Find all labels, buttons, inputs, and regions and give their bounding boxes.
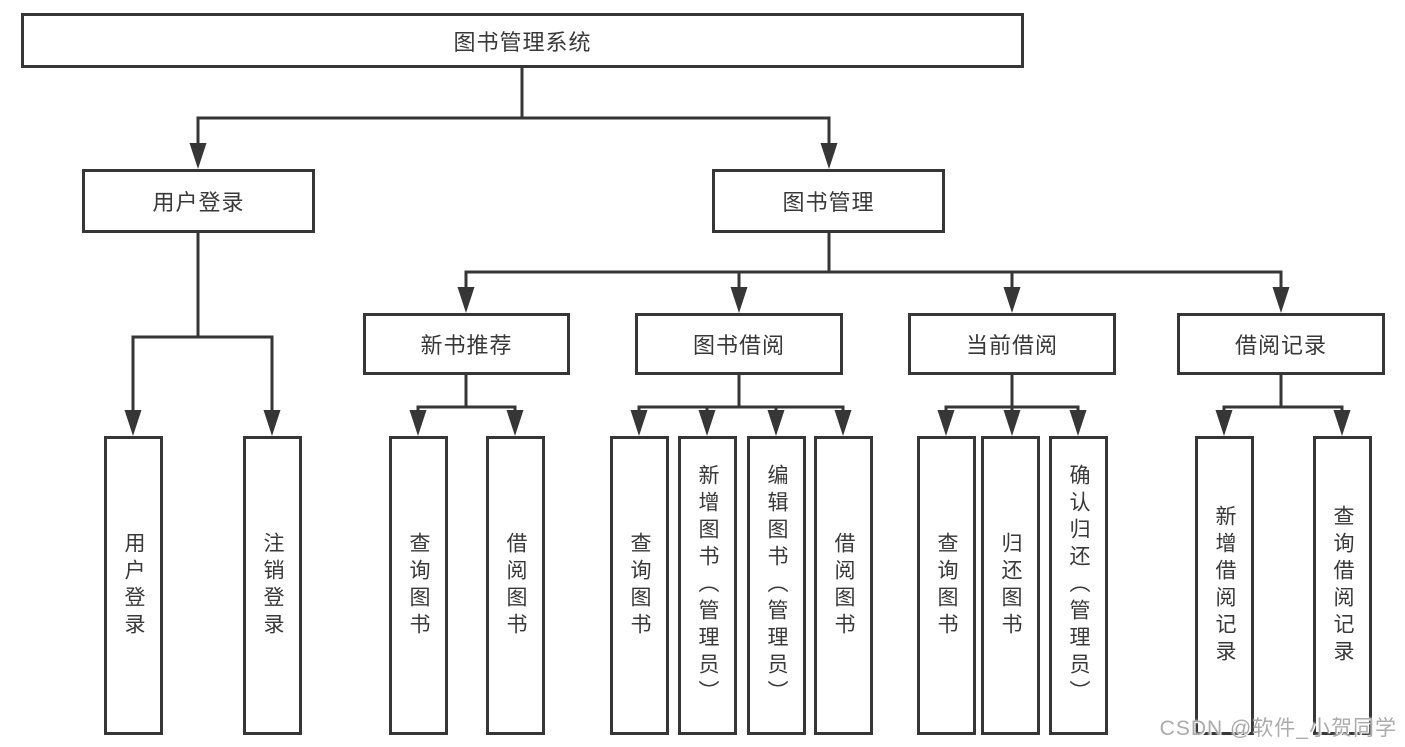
node-current-borrow: 当前借阅 [908,313,1116,375]
leaf-add-borrow-record: 新增借阅记录 [1195,436,1254,735]
connector-root-branch [196,68,831,150]
node-system-root: 图书管理系统 [21,13,1024,68]
leaf-borrow-books-recommend: 借阅图书 [486,436,545,735]
leaf-query-borrow-record-label: 查询借阅记录 [1331,504,1355,667]
leaf-add-borrow-record-label: 新增借阅记录 [1213,504,1237,667]
leaf-borrow-books: 借阅图书 [814,436,873,735]
leaf-query-borrow-record: 查询借阅记录 [1313,436,1372,735]
leaf-query-books-current: 查询图书 [917,436,976,735]
leaf-confirm-return-admin: 确认归还（管理员） [1049,436,1108,735]
leaf-borrow-books-recommend-label: 借阅图书 [504,531,528,640]
leaf-confirm-return-admin-label: 确认归还（管理员） [1067,464,1091,707]
leaf-query-books-borrow-label: 查询图书 [628,531,652,640]
arrowheads-book-management-branch [457,287,1290,313]
leaf-user-login-label: 用户登录 [122,531,146,640]
leaf-add-book-admin-label: 新增图书（管理员） [696,464,720,707]
leaf-query-books-current-label: 查询图书 [935,531,959,640]
node-book-management: 图书管理 [712,169,945,233]
leaf-logout: 注销登录 [243,436,302,735]
node-book-borrow: 图书借阅 [635,313,843,375]
connector-new-book-branch [416,375,517,416]
leaf-add-book-admin: 新增图书（管理员） [678,436,737,735]
connector-current-borrow-branch [944,375,1080,416]
node-borrow-records: 借阅记录 [1177,313,1385,375]
leaf-query-books-recommend-label: 查询图书 [407,531,431,640]
leaf-edit-book-admin: 编辑图书（管理员） [747,436,806,735]
connector-borrow-records-branch [1222,375,1344,416]
connector-user-login-branch [131,233,274,416]
leaf-query-books-borrow: 查询图书 [610,436,669,735]
leaf-user-login: 用户登录 [104,436,163,735]
node-new-book-recommend: 新书推荐 [363,313,570,375]
leaf-return-book-label: 归还图书 [999,531,1023,640]
node-user-login: 用户登录 [82,169,315,233]
leaf-borrow-books-label: 借阅图书 [832,531,856,640]
arrowheads-borrow-records-branch [1215,410,1351,436]
leaf-edit-book-admin-label: 编辑图书（管理员） [765,464,789,707]
csdn-watermark: CSDN @软件_小贺同学 [1159,717,1397,740]
leaf-query-books-recommend: 查询图书 [389,436,448,735]
leaf-return-book: 归还图书 [981,436,1040,735]
arrowheads-new-book-branch [409,410,524,436]
arrowheads-root-branch [189,143,838,169]
connector-book-management-branch [464,233,1283,294]
arrowheads-user-login-branch [124,410,281,436]
connector-book-borrow-branch [637,375,845,416]
leaf-logout-label: 注销登录 [261,531,285,640]
arrowheads-current-borrow-branch [937,410,1087,436]
arrowheads-book-borrow-branch [630,410,852,436]
